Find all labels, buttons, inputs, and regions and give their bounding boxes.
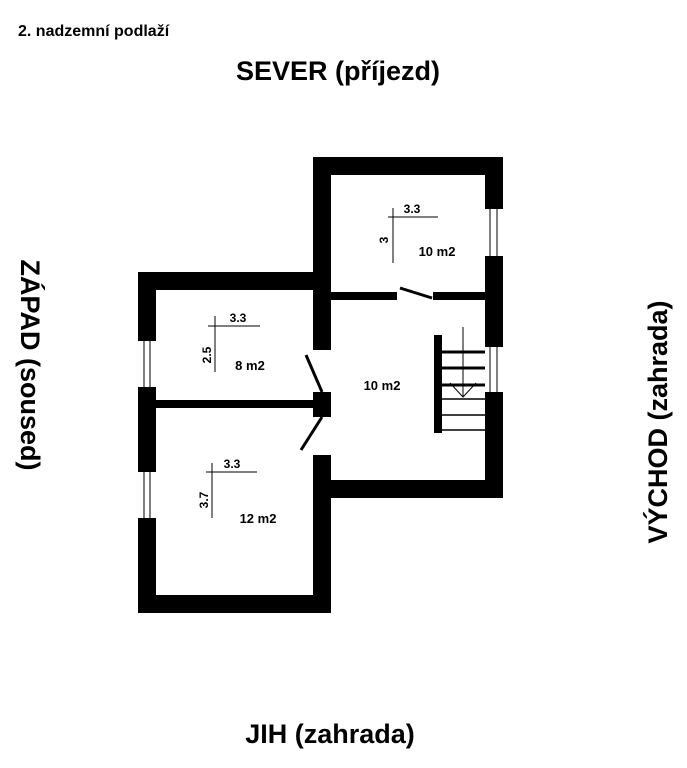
floor-title: 2. nadzemní podlaží	[18, 23, 170, 40]
door-west-lower-room	[299, 416, 324, 451]
room-depth: 2.5	[200, 346, 214, 363]
wall-inner	[313, 157, 331, 350]
window-east-2	[489, 347, 498, 392]
room-width: 3.3	[224, 457, 241, 471]
wall-south-east	[313, 480, 503, 498]
windows	[143, 209, 498, 518]
doors	[299, 286, 433, 451]
partition-west	[156, 400, 316, 408]
room-area: 8 m2	[235, 358, 265, 373]
window-west-2	[143, 472, 151, 518]
wall-east	[485, 392, 503, 498]
walls	[138, 157, 503, 613]
room-area: 10 m2	[419, 244, 456, 259]
wall-east	[485, 256, 503, 347]
pillar	[313, 392, 331, 417]
label-east: VÝCHOD (zahrada)	[642, 300, 673, 543]
hall-area: 10 m2	[364, 378, 401, 393]
room-width: 3.3	[230, 311, 247, 325]
wall-west	[138, 387, 156, 472]
door-west-upper-room	[304, 354, 324, 393]
room-west-lower: 3.3 3.7 12 m2	[197, 457, 276, 526]
partition-north	[331, 292, 397, 300]
room-north-east: 3.3 3 10 m2	[377, 202, 455, 263]
wall-east	[485, 157, 503, 209]
door-north-east-room	[399, 286, 433, 300]
partition-north	[433, 292, 485, 300]
wall-north	[313, 157, 503, 175]
label-north: SEVER (příjezd)	[236, 56, 440, 86]
room-area: 12 m2	[240, 511, 277, 526]
staircase	[434, 327, 485, 433]
window-west-1	[143, 341, 151, 387]
wall-west	[138, 272, 156, 341]
wall-north-west	[138, 272, 331, 290]
label-west: ZÁPAD (soused)	[15, 259, 46, 470]
room-west-upper: 3.3 2.5 8 m2	[200, 311, 265, 373]
room-depth: 3	[377, 236, 391, 243]
label-south: JIH (zahrada)	[245, 719, 415, 749]
wall-west	[138, 518, 156, 613]
wall-south	[138, 595, 331, 613]
wall-inner	[313, 455, 331, 613]
room-depth: 3.7	[197, 491, 211, 508]
room-width: 3.3	[404, 202, 421, 216]
window-east-1	[489, 209, 498, 256]
